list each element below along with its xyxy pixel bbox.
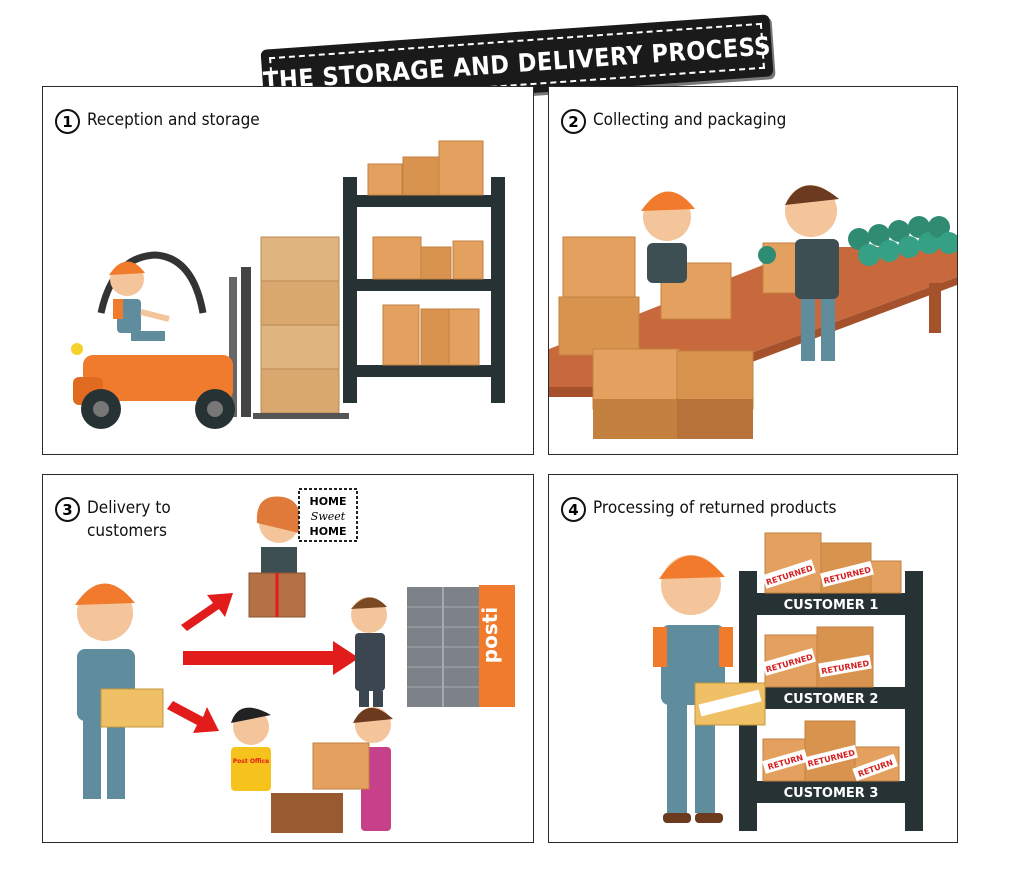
shelf-label-customer-3: CUSTOMER 3 bbox=[784, 786, 879, 801]
panel-delivery-customers: HOME Sweet HOME posti bbox=[42, 474, 534, 843]
parcel-locker bbox=[407, 585, 515, 707]
sign-text-sweet: Sweet bbox=[311, 510, 346, 523]
home-sweet-home-sign bbox=[298, 488, 358, 542]
customer-at-parcel-locker bbox=[351, 597, 387, 707]
delivery-arrows bbox=[167, 593, 359, 733]
worker-holding-can bbox=[758, 185, 839, 361]
step-title-1: Reception and storage bbox=[87, 110, 260, 130]
packaging-boxes bbox=[558, 236, 816, 439]
shelf-label-customer-1: CUSTOMER 1 bbox=[784, 598, 879, 613]
step-title-3: Delivery to customers bbox=[87, 498, 171, 541]
returns-shelf bbox=[739, 571, 923, 831]
panel-reception-storage: 1 Reception and storage bbox=[42, 86, 534, 455]
panel-collecting-packaging: 2 Collecting and packaging bbox=[548, 86, 958, 455]
returned-stickers bbox=[762, 559, 899, 782]
pallet-box-stack bbox=[253, 236, 349, 419]
delivery-customers-illustration: HOME Sweet HOME posti bbox=[75, 488, 515, 833]
post-office-shirt-text: Post Office bbox=[233, 758, 269, 765]
sign-text-home: HOME bbox=[309, 495, 346, 508]
collecting-packaging-illustration bbox=[549, 185, 957, 439]
post-office-counter-scene bbox=[231, 707, 393, 833]
sign-text-home-2: HOME bbox=[309, 525, 346, 538]
panel-2-heading: 2 Collecting and packaging bbox=[561, 109, 786, 134]
returns-worker bbox=[653, 555, 766, 823]
step-number-2: 2 bbox=[561, 109, 586, 134]
step-title-4: Processing of returned products bbox=[593, 498, 837, 518]
step-number-4: 4 bbox=[561, 497, 586, 522]
panel-returned-products: CUSTOMER 1 CUSTOMER 2 CUSTOMER 3 RETURNE… bbox=[548, 474, 958, 843]
panel-1-heading: 1 Reception and storage bbox=[55, 109, 260, 134]
returned-products-illustration: CUSTOMER 1 CUSTOMER 2 CUSTOMER 3 RETURNE… bbox=[653, 532, 923, 831]
customer-receiving-package bbox=[248, 496, 306, 618]
step-number-1: 1 bbox=[55, 109, 80, 134]
step-number-3: 3 bbox=[55, 497, 80, 522]
panel-3-heading: 3 Delivery to customers bbox=[55, 497, 171, 543]
step-title-2: Collecting and packaging bbox=[593, 110, 787, 130]
shelf-boxes bbox=[367, 140, 484, 366]
delivery-worker bbox=[75, 583, 164, 799]
reception-storage-illustration bbox=[71, 140, 505, 429]
shelf-label-customer-2: CUSTOMER 2 bbox=[784, 692, 879, 707]
product-cans bbox=[848, 216, 957, 266]
storage-shelf bbox=[343, 177, 505, 403]
panel-4-heading: 4 Processing of returned products bbox=[561, 497, 836, 522]
forklift bbox=[71, 251, 251, 429]
worker-packing bbox=[641, 191, 695, 283]
posti-brand-text: posti bbox=[478, 607, 502, 663]
